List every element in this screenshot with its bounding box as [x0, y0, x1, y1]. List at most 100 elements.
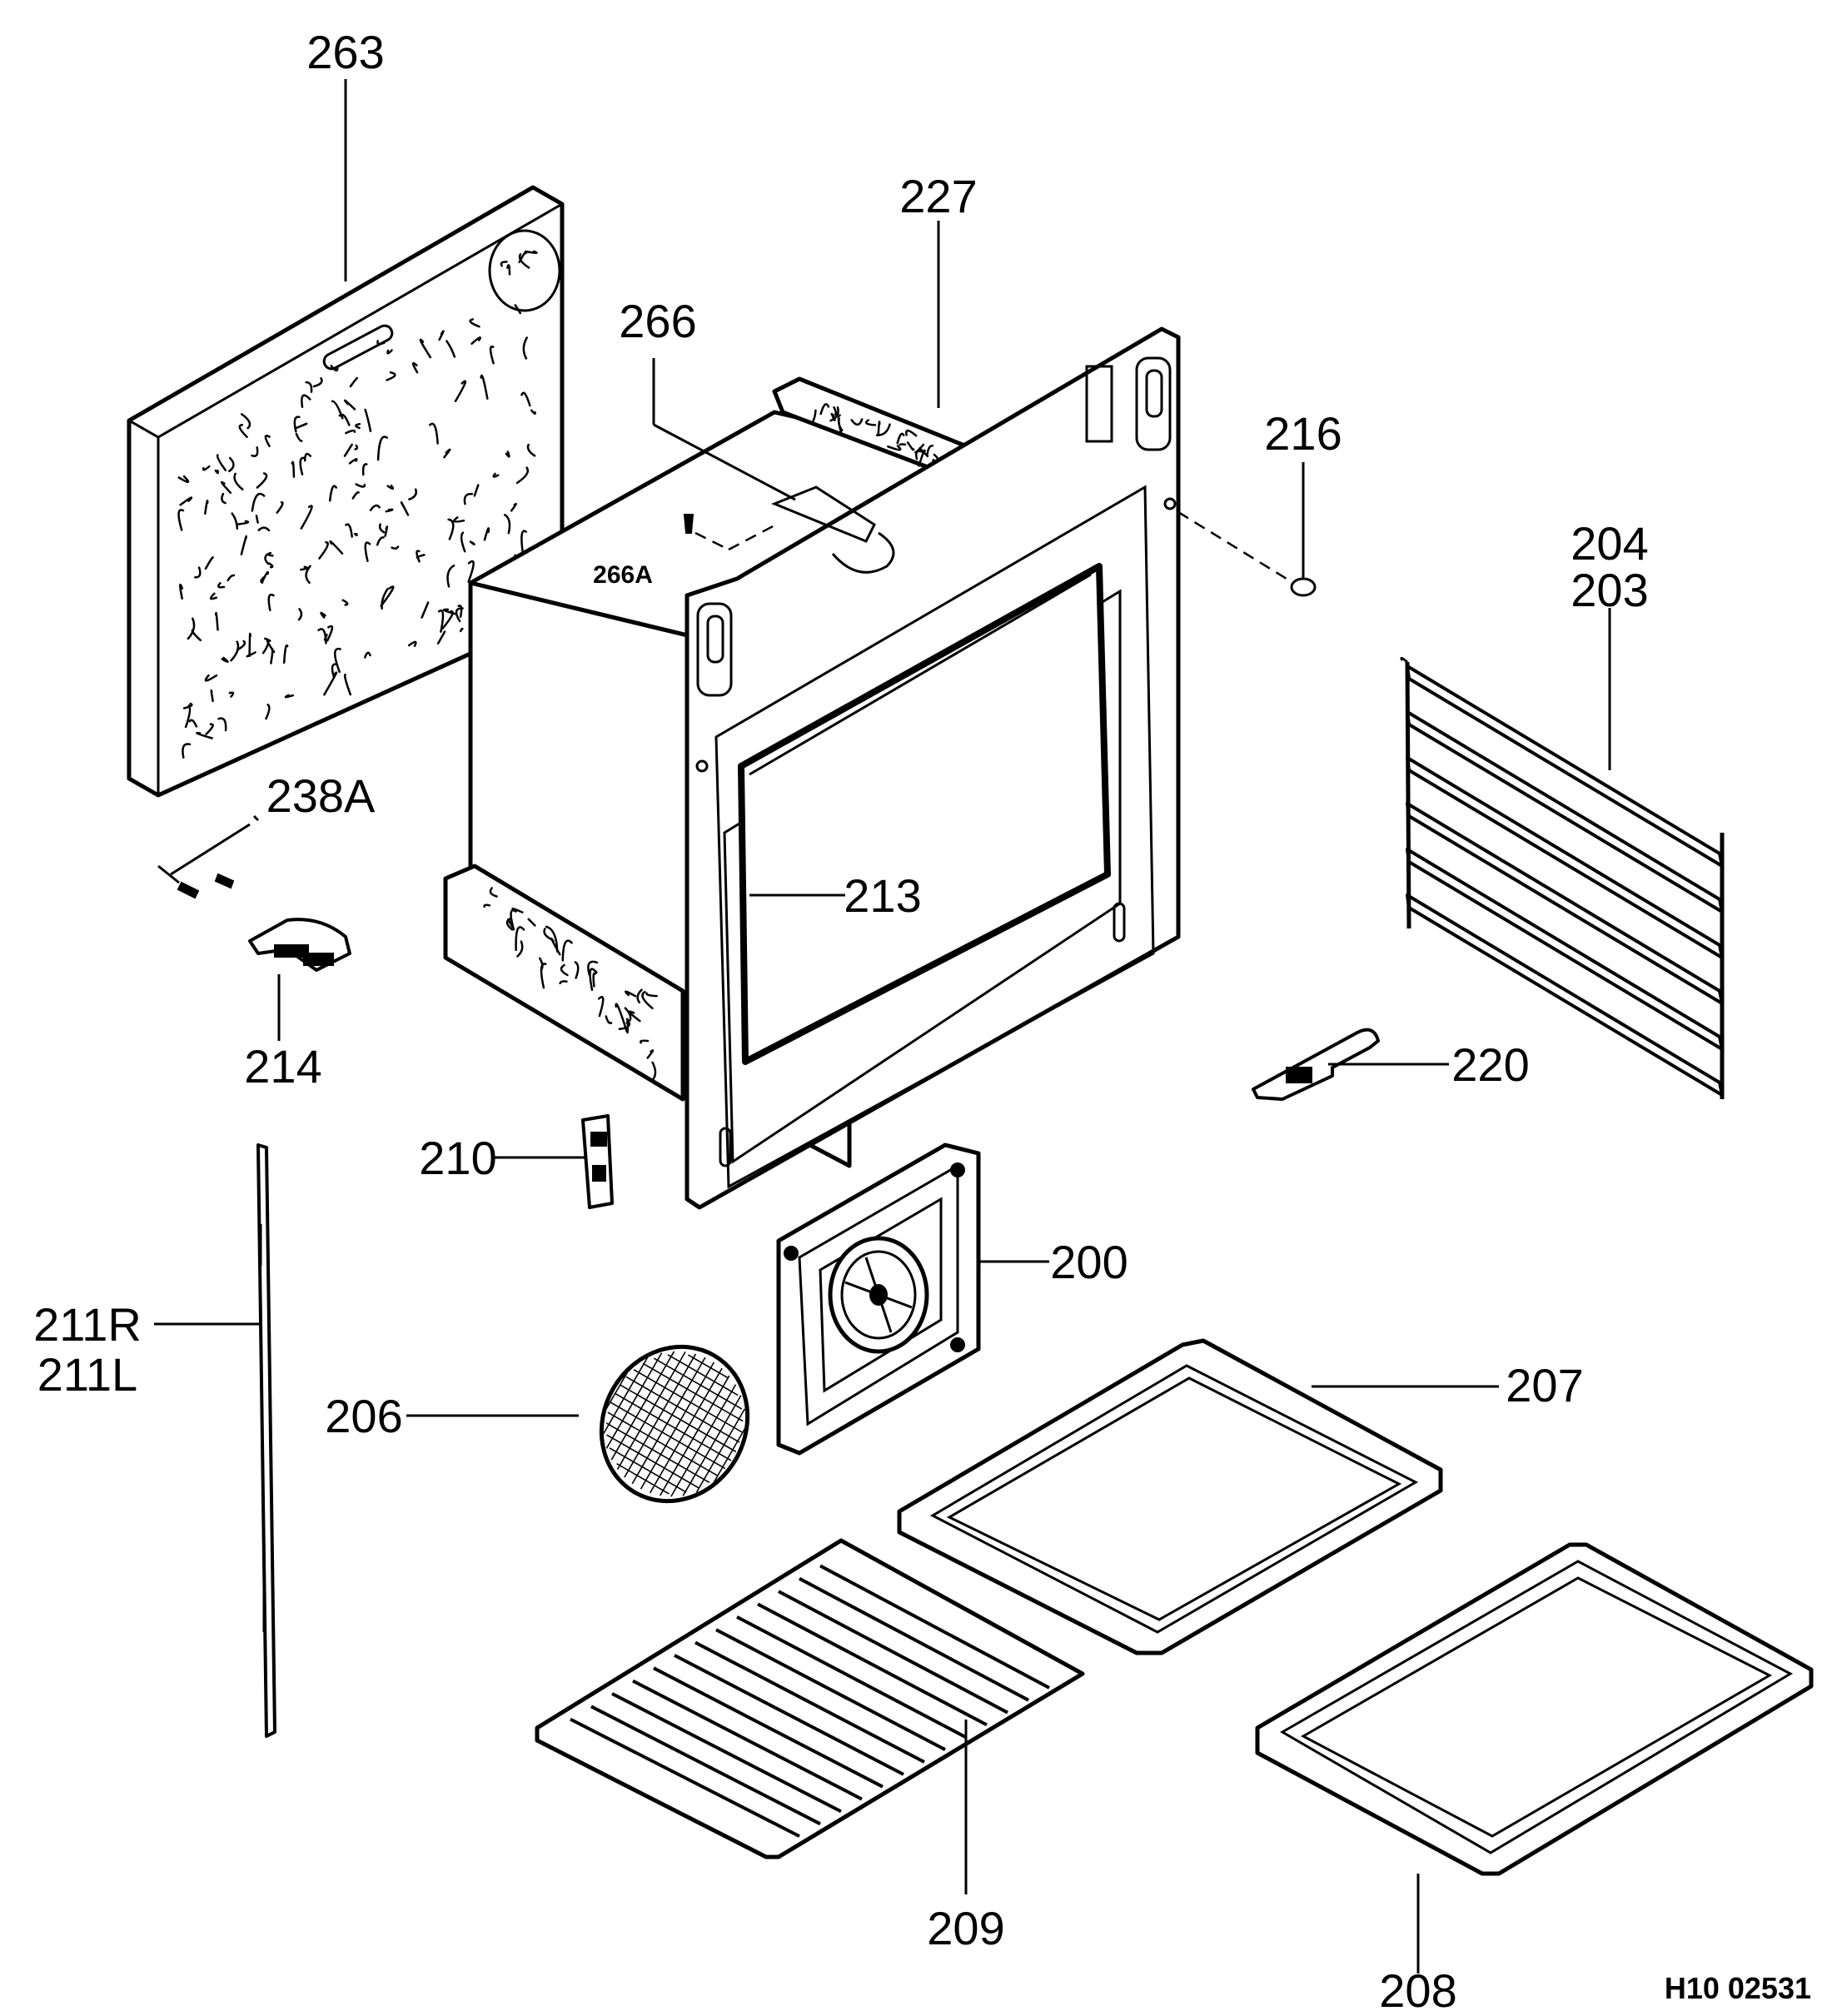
- insulation-texture: [179, 583, 184, 600]
- insulation-texture: [589, 968, 598, 991]
- part-238a-screws: [157, 823, 251, 899]
- insulation-texture: [248, 632, 251, 658]
- insulation-texture: [515, 926, 525, 952]
- mesh-line: [633, 1369, 743, 1433]
- insulation-texture: [385, 508, 394, 513]
- insulation-texture: [320, 611, 326, 619]
- insulation-texture: [216, 454, 227, 471]
- insulation-texture: [305, 381, 313, 393]
- part-210-clip: [581, 1114, 614, 1209]
- grid-wire: [778, 1590, 1008, 1715]
- insulation-texture: [376, 436, 388, 461]
- insulation-texture: [597, 996, 605, 1018]
- grid-wire: [715, 1628, 946, 1751]
- part-214-bracket: [248, 918, 351, 972]
- part-204-shelf-runner: [1400, 656, 1725, 1099]
- insulation-texture: [209, 592, 218, 600]
- insulation-texture: [384, 525, 389, 537]
- insulation-texture: [641, 990, 654, 1010]
- insulation-texture: [574, 961, 580, 979]
- insulation-texture: [267, 562, 274, 569]
- insulation-texture: [436, 630, 446, 645]
- insulation-texture: [524, 250, 538, 255]
- mesh-line: [607, 1411, 719, 1477]
- runner-hook: [1400, 656, 1408, 664]
- insulation-texture: [850, 418, 864, 426]
- insulation-texture: [506, 264, 511, 276]
- insulation-texture: [457, 605, 463, 618]
- insulation-texture: [526, 443, 536, 457]
- insulation-texture: [467, 560, 475, 583]
- label-209: 209: [927, 1902, 1004, 1954]
- insulation-texture: [266, 639, 276, 654]
- insulation-texture: [364, 408, 372, 432]
- mesh-line: [603, 1356, 649, 1435]
- insulation-texture: [227, 574, 236, 582]
- mesh-line: [687, 1354, 729, 1379]
- insulation-texture: [864, 419, 877, 426]
- insulation-texture: [300, 505, 313, 530]
- insulation-texture: [416, 550, 421, 563]
- insulation-texture: [646, 1049, 655, 1059]
- insulation-texture: [329, 540, 344, 555]
- insulation-texture: [349, 376, 359, 388]
- mesh-line: [682, 1395, 742, 1496]
- runner-left-bar: [1405, 661, 1411, 929]
- insulation-texture: [184, 704, 192, 729]
- insulation-texture: [447, 518, 455, 540]
- insulation-texture: [446, 340, 456, 358]
- insulation-texture: [351, 490, 360, 500]
- insulation-texture: [473, 484, 480, 497]
- mesh-line: [642, 1362, 744, 1422]
- insulation-texture: [251, 492, 266, 512]
- insulation-texture: [343, 443, 353, 457]
- insulation-texture: [282, 644, 289, 665]
- insulation-texture: [295, 432, 303, 442]
- insulation-texture: [830, 412, 836, 422]
- insulation-texture: [328, 485, 337, 502]
- mesh-line: [605, 1422, 710, 1484]
- insulation-texture: [348, 457, 358, 465]
- label-214: 214: [244, 1040, 321, 1093]
- insulation-texture: [318, 540, 329, 560]
- leader-lines: [154, 79, 1611, 1974]
- insulation-texture: [300, 565, 309, 571]
- insulation-texture: [918, 449, 926, 467]
- insulation-texture: [511, 908, 524, 913]
- insulation-texture: [345, 523, 353, 538]
- insulation-texture: [361, 463, 368, 476]
- insulation-texture: [256, 472, 268, 489]
- insulation-texture: [343, 674, 352, 696]
- mesh-line: [609, 1447, 687, 1493]
- part-209-wire-shelf: [535, 1538, 1085, 1859]
- insulation-texture: [819, 403, 830, 416]
- drawing-code: H10 02531: [1665, 1971, 1811, 2005]
- insulation-texture: [255, 515, 259, 524]
- insulation-texture: [887, 445, 902, 451]
- insulation-texture: [228, 691, 235, 698]
- insulation-texture: [530, 409, 536, 416]
- mesh-line: [610, 1401, 726, 1470]
- insulation-texture: [463, 492, 474, 505]
- grid-wire: [653, 1666, 884, 1789]
- insulation-texture: [615, 1003, 628, 1033]
- insulation-texture: [217, 582, 226, 589]
- insulation-texture: [503, 514, 511, 535]
- mesh-line: [619, 1384, 737, 1453]
- insulation-texture: [326, 625, 334, 642]
- label-208: 208: [1379, 1964, 1456, 2016]
- label-227: 227: [899, 170, 977, 222]
- part-207-baking-tray: [897, 1338, 1443, 1655]
- mesh-line: [614, 1392, 732, 1461]
- insulation-texture: [257, 526, 271, 532]
- insulation-texture: [376, 340, 386, 346]
- label-203: 203: [1571, 564, 1648, 616]
- insulation-texture: [330, 365, 339, 372]
- insulation-texture: [899, 443, 907, 446]
- insulation-texture: [515, 466, 530, 485]
- mesh-line: [606, 1434, 699, 1489]
- mesh-line: [616, 1351, 686, 1471]
- insulation-texture: [233, 472, 244, 490]
- insulation-texture: [527, 918, 536, 927]
- insulation-texture: [177, 509, 185, 531]
